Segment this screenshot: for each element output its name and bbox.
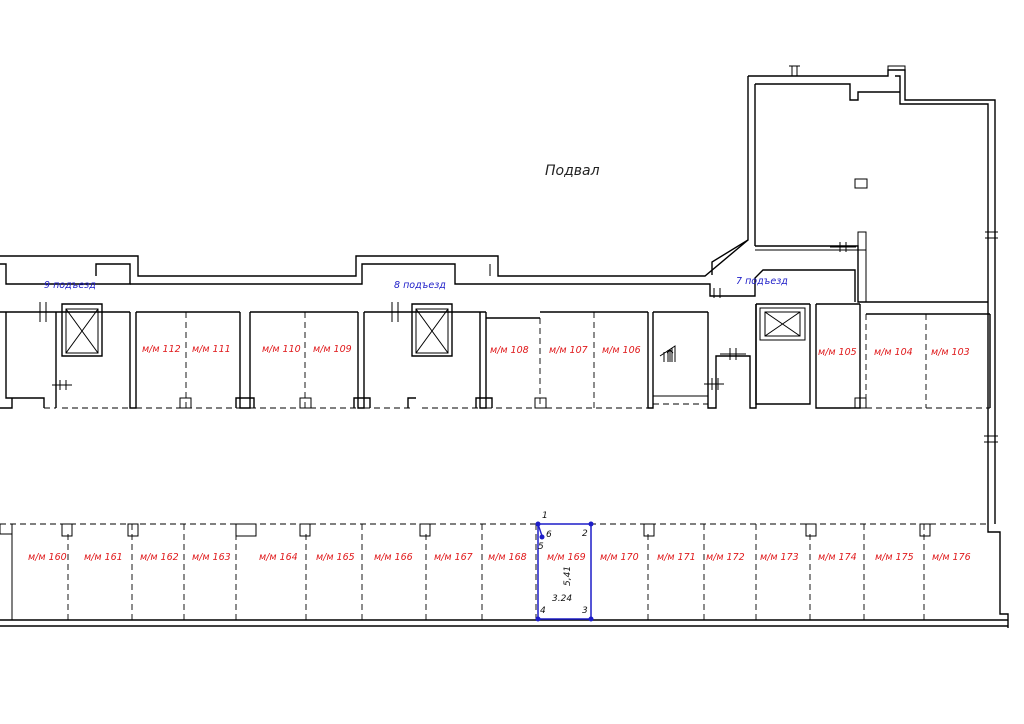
space-label[interactable]: м/м 168	[488, 552, 527, 563]
space-label[interactable]: м/м 104	[874, 347, 913, 358]
point-label: 5	[538, 542, 544, 552]
space-label[interactable]: м/м 105	[818, 347, 857, 358]
plan-title: Подвал	[545, 163, 600, 179]
selected-space-outline[interactable]	[537, 523, 592, 620]
space-label[interactable]: м/м 109	[313, 344, 352, 355]
entrance-label: 8 подъезд	[394, 280, 446, 291]
dimension-width: 3.24	[552, 594, 572, 604]
space-label[interactable]: м/м 175	[875, 552, 914, 563]
selected-space[interactable]: 1 2 3 4 5 6 5,41 3.24	[535, 511, 594, 622]
space-label[interactable]: м/м 160	[28, 552, 67, 563]
space-label[interactable]: м/м 176	[932, 552, 971, 563]
entrance-label: 9 подъезд	[44, 280, 96, 291]
point-label: 3	[582, 606, 588, 616]
upper-row	[0, 242, 991, 409]
top-space-labels: м/м 112 м/м 111 м/м 110 м/м 109 м/м 108 …	[142, 344, 970, 358]
big-room	[711, 65, 998, 412]
dimension-length: 5,41	[563, 566, 573, 586]
entrance-label: 7 подъезд	[736, 276, 788, 287]
space-label[interactable]: м/м 108	[490, 345, 529, 356]
space-label[interactable]: м/м 163	[192, 552, 231, 563]
space-label[interactable]: м/м 171	[657, 552, 696, 563]
corridor	[984, 412, 998, 524]
vertex-point[interactable]	[588, 616, 594, 622]
point-label: 4	[540, 606, 546, 616]
space-label[interactable]: м/м 174	[818, 552, 857, 563]
space-label[interactable]: м/м 111	[192, 344, 231, 355]
space-label[interactable]: м/м 164	[259, 552, 298, 563]
vertex-point[interactable]	[535, 616, 541, 622]
space-label[interactable]: м/м 106	[602, 345, 641, 356]
vertex-point[interactable]	[539, 534, 545, 540]
space-label[interactable]: м/м 161	[84, 552, 123, 563]
bottom-space-labels: м/м 160 м/м 161 м/м 162 м/м 163 м/м 164 …	[28, 552, 971, 563]
point-label: 1	[542, 511, 548, 521]
point-label: 2	[582, 529, 588, 539]
lower-row	[0, 523, 1009, 628]
space-label[interactable]: м/м 103	[931, 347, 970, 358]
space-label[interactable]: м/м 167	[434, 552, 473, 563]
space-label[interactable]: м/м 166	[374, 552, 413, 563]
point-label: 6	[546, 530, 552, 540]
upper-outer-wall	[0, 239, 856, 302]
vertex-point[interactable]	[588, 521, 594, 527]
space-label[interactable]: м/м 165	[316, 552, 355, 563]
space-label[interactable]: м/м 107	[549, 345, 588, 356]
entrance-labels: 9 подъезд 8 подъезд 7 подъезд	[44, 276, 788, 291]
upper-dashes	[44, 312, 990, 409]
space-label[interactable]: м/м 170	[600, 552, 639, 563]
space-label[interactable]: м/м 169	[547, 552, 586, 563]
space-label[interactable]: м/м 112	[142, 344, 181, 355]
space-label[interactable]: м/м 173	[760, 552, 799, 563]
space-label[interactable]: м/м 172	[706, 552, 745, 563]
space-label[interactable]: м/м 110	[262, 344, 301, 355]
space-label[interactable]: м/м 162	[140, 552, 179, 563]
